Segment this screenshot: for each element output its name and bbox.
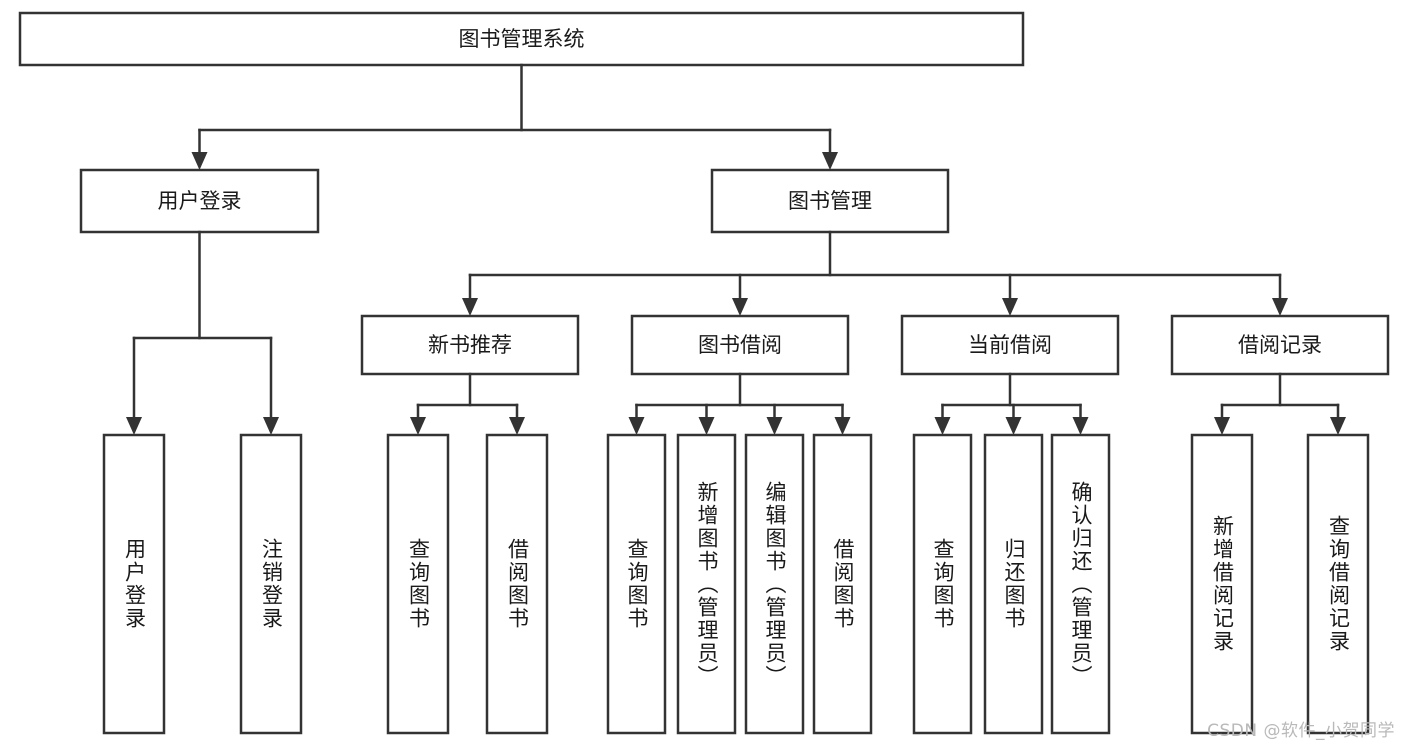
arrow-head-icon (410, 417, 426, 435)
node-level2-label-1: 图书管理 (788, 189, 872, 213)
leaf-node-box-2[interactable] (386, 433, 450, 735)
arrow-head-icon (1214, 417, 1230, 435)
leaf-node-box-10[interactable] (1050, 433, 1111, 735)
arrow-head-icon (1330, 417, 1346, 435)
leaf-node-box-9[interactable] (983, 433, 1044, 735)
leaf-node-box-7[interactable] (812, 433, 873, 735)
arrow-head-icon (191, 152, 208, 170)
node-level3-label-3: 借阅记录 (1238, 333, 1322, 357)
arrow-head-icon (834, 417, 851, 435)
arrow-head-icon (934, 417, 951, 435)
arrow-head-icon (766, 417, 783, 435)
node-level3-label-2: 当前借阅 (968, 333, 1052, 357)
arrow-head-icon (462, 298, 478, 316)
leaf-node-box-5[interactable] (676, 433, 737, 735)
arrow-head-icon (1002, 298, 1018, 316)
leaf-node-box-8[interactable] (912, 433, 973, 735)
arrow-head-icon (1272, 298, 1288, 316)
node-level2-label-0: 用户登录 (158, 189, 242, 213)
node-root-label: 图书管理系统 (459, 27, 585, 51)
leaf-node-box-0[interactable] (102, 433, 166, 735)
arrow-head-icon (1005, 417, 1022, 435)
arrow-head-icon (126, 417, 142, 435)
node-level3-box-0[interactable] (360, 314, 580, 376)
leaf-node-box-6[interactable] (744, 433, 805, 735)
csdn-watermark: CSDN @软件_小贺同学 (1207, 721, 1395, 741)
leaf-node-box-11[interactable] (1190, 433, 1254, 735)
arrow-head-icon (698, 417, 715, 435)
node-level3-label-1: 图书借阅 (698, 333, 782, 357)
arrow-head-icon (263, 417, 279, 435)
arrow-head-icon (628, 417, 645, 435)
node-level3-box-2[interactable] (900, 314, 1120, 376)
arrow-head-icon (732, 298, 748, 316)
leaf-node-box-1[interactable] (239, 433, 303, 735)
node-level3-label-0: 新书推荐 (428, 333, 512, 357)
node-level2-box-0[interactable] (79, 168, 320, 234)
arrow-head-icon (822, 152, 838, 170)
leaf-node-box-3[interactable] (485, 433, 549, 735)
leaf-node-box-4[interactable] (606, 433, 667, 735)
leaf-node-box-12[interactable] (1306, 433, 1370, 735)
arrow-head-icon (1072, 417, 1089, 435)
node-root-box[interactable] (18, 11, 1025, 67)
arrow-head-icon (509, 417, 525, 435)
